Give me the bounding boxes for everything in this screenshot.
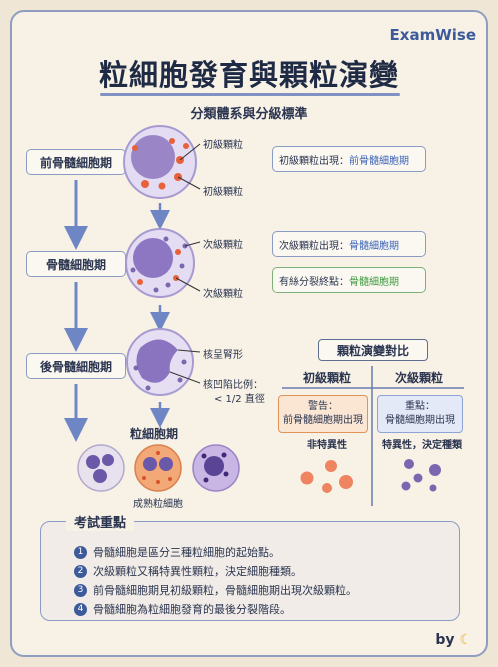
- col-secondary-header: 次級顆粒: [394, 371, 443, 385]
- page-title: 粒細胞發育與顆粒演變: [98, 58, 399, 92]
- comparison-table-lines: [282, 366, 464, 506]
- signature: by ☾: [435, 632, 472, 648]
- label-primary-granule-2: 初級顆粒: [203, 187, 243, 198]
- info-secondary-appears: 次級顆粒出現：骨髓細胞期: [272, 231, 426, 257]
- label-secondary-granule-2: 次級顆粒: [203, 289, 243, 300]
- exam-title: 考試重點: [66, 512, 135, 531]
- label-primary-granule-1: 初級顆粒: [203, 140, 243, 151]
- mature-eosinophil: [134, 444, 182, 492]
- stage-promyelocyte: 前骨髓細胞期: [26, 149, 126, 175]
- stage-metamyelocyte: 後骨髓細胞期: [26, 353, 126, 379]
- label-secondary-granule-1: 次級顆粒: [203, 240, 243, 251]
- info-secondary-stage: 骨髓細胞期: [349, 240, 399, 252]
- mature-neutrophil: [77, 444, 125, 492]
- info-mitosis-stage: 骨髓細胞期: [349, 276, 399, 288]
- primary-granule-dots: [300, 460, 353, 493]
- page-subtitle: 分類體系與分級標準: [190, 107, 308, 122]
- stage-myelocyte: 骨髓細胞期: [26, 251, 126, 277]
- comparison-title: 顆粒演變對比: [318, 339, 428, 361]
- primary-warning-box: 警告： 前骨髓細胞期出現: [278, 395, 368, 433]
- col-primary-header: 初級顆粒: [302, 371, 351, 385]
- secondary-feature: 特異性，決定種類: [382, 440, 462, 451]
- exam-points-box: [40, 521, 460, 621]
- myelocyte-cell: [125, 228, 195, 298]
- title-underline: [100, 93, 400, 96]
- info-primary-stage: 前骨髓細胞期: [349, 155, 409, 167]
- label-band-stage: 粒細胞期: [130, 427, 179, 441]
- label-mature-granulocyte: 成熟粒細胞: [133, 499, 183, 510]
- primary-feature: 非特異性: [307, 440, 347, 451]
- secondary-key-box: 重點： 骨髓細胞期出現: [377, 395, 463, 433]
- mature-basophil: [192, 444, 240, 492]
- label-indent-value: < 1/2 直徑: [214, 394, 265, 405]
- info-mitosis-end: 有絲分裂終點：骨髓細胞期: [272, 267, 426, 293]
- metamyelocyte-cell: [126, 328, 194, 396]
- label-indent-ratio: 核凹陷比例：: [203, 380, 263, 391]
- brand-logo: ExamWise: [389, 26, 476, 44]
- secondary-granule-dots: [401, 459, 441, 492]
- label-kidney-nucleus: 核呈腎形: [203, 350, 243, 361]
- info-primary-appears: 初級顆粒出現：前骨髓細胞期: [272, 146, 426, 172]
- promyelocyte-cell: [123, 125, 197, 199]
- banana-icon: ☾: [459, 632, 472, 648]
